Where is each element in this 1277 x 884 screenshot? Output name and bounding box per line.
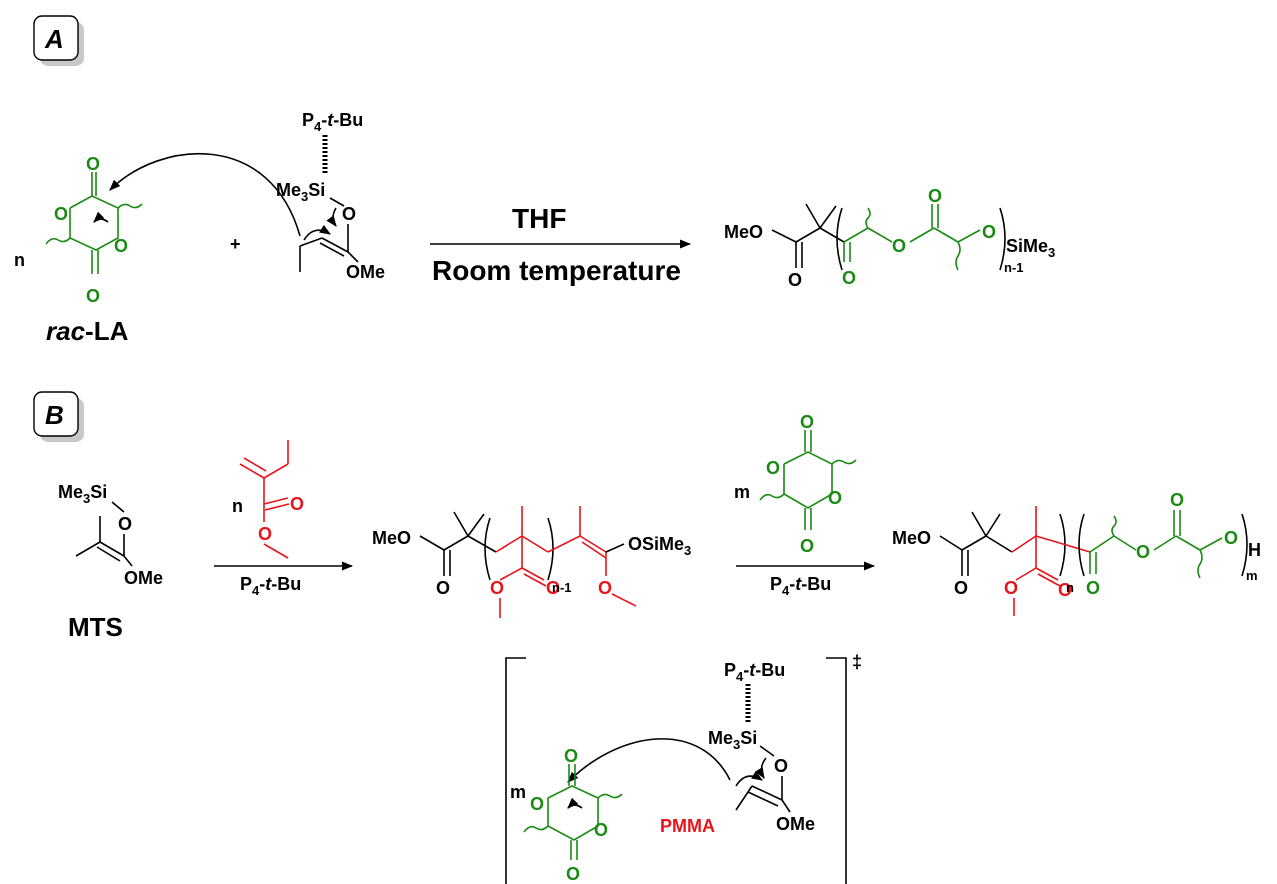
panel-a-badge: A (33, 15, 84, 66)
panel-b-letter: B (45, 400, 64, 430)
intermediate-red-carbonyl-o: O (546, 578, 560, 598)
panel-a-letter: A (44, 24, 64, 54)
product-b-end: H (1248, 540, 1261, 560)
product-b: MeO O O O n O (892, 490, 1261, 616)
ts-lactide-o-top: O (564, 746, 578, 766)
intermediate-meo: MeO (372, 528, 411, 548)
catalyst-a-label: P4-t-Bu (302, 110, 363, 134)
intermediate-red-ester-o: O (490, 578, 504, 598)
product-a-meo: MeO (724, 222, 763, 242)
lactide-b: O O O O m (734, 412, 857, 556)
ts-catalyst: P4-t-Bu (724, 660, 785, 684)
mma-ester-o: O (258, 524, 272, 544)
ts-lactide: O O O O m (510, 746, 623, 884)
product-b-o-3: O (1170, 490, 1184, 510)
mts-ome: OMe (124, 568, 163, 588)
ts-lactide-o-left: O (530, 794, 544, 814)
transition-state: ‡ P4-t-Bu Me3Si O OMe PMMA O O O O (505, 652, 862, 884)
intermediate-methoxy-o: O (598, 578, 612, 598)
mts-o: O (118, 514, 132, 534)
enolate-o-a: O (342, 204, 356, 224)
panel-b: B Me3Si O OMe MTS n (33, 391, 1261, 642)
product-a-end: SiMe3 (1006, 236, 1055, 260)
mma-monomer: n O O (232, 440, 304, 559)
product-b-carbonyl-o: O (954, 578, 968, 598)
product-b-o-4: O (1224, 528, 1238, 548)
product-a-repeat: n-1 (1004, 260, 1024, 275)
intermediate-carbonyl-o: O (436, 578, 450, 598)
condition-a-top: THF (512, 203, 566, 234)
lactide-a-ring-o-left: O (54, 204, 68, 224)
step2-catalyst: P4-t-Bu (770, 574, 831, 598)
product-a-o-4: O (982, 222, 996, 242)
enolate-ome-a: OMe (346, 262, 385, 282)
lactide-a-ring-o-right: O (114, 236, 128, 256)
product-b-o-2: O (1136, 542, 1150, 562)
lactide-b-o-right: O (828, 488, 842, 508)
lactide-b-o-top: O (800, 412, 814, 432)
panel-b-badge: B (33, 391, 84, 442)
step1-catalyst: P4-t-Bu (240, 574, 301, 598)
lactide-a-carbonyl-top: O (86, 154, 100, 174)
product-b-repeat-n: n (1066, 580, 1074, 595)
lactide-b-coefficient: m (734, 482, 750, 502)
lactide-b-o-left: O (766, 458, 780, 478)
product-b-red-carbonyl-o: O (1058, 580, 1072, 600)
intermediate-repeat: n-1 (552, 580, 572, 595)
ts-ome: OMe (776, 814, 815, 834)
lactide-a-carbonyl-bottom: O (86, 286, 100, 306)
mts-label: MTS (68, 612, 123, 642)
product-a-carbonyl-o: O (788, 270, 802, 290)
mma-carbonyl-o: O (290, 494, 304, 514)
ts-lactide-coefficient: m (510, 782, 526, 802)
coefficient-n-a: n (14, 250, 25, 270)
mts-initiator: Me3Si O OMe (58, 482, 163, 588)
product-a: MeO O O O O O S (724, 186, 1055, 290)
panel-a: A O O O O n rac-LA + P4-t-Bu (14, 15, 1055, 346)
product-b-red-ester-o: O (1004, 578, 1018, 598)
intermediate-end: OSiMe3 (628, 534, 691, 558)
ts-pmma-label: PMMA (660, 816, 715, 836)
initiator-a: P4-t-Bu Me3Si O OMe (109, 110, 385, 282)
me3si-a-label: Me3Si (276, 180, 325, 204)
ts-o: O (774, 756, 788, 776)
lactide-b-o-bottom: O (800, 536, 814, 556)
product-a-o-2: O (892, 236, 906, 256)
product-b-o-1: O (1086, 578, 1100, 598)
mma-coefficient: n (232, 496, 243, 516)
product-a-o-1: O (842, 268, 856, 288)
product-b-repeat-m: m (1246, 568, 1258, 583)
ts-me3si: Me3Si (708, 728, 757, 752)
condition-a-bottom: Room temperature (432, 255, 681, 286)
ts-dagger: ‡ (852, 652, 862, 672)
plus-sign: + (230, 234, 241, 254)
lactide-a: O O O O n (14, 154, 143, 306)
intermediate-pmma: MeO O O O n-1 O (372, 506, 691, 618)
ts-lactide-o-bottom: O (566, 864, 580, 884)
product-a-o-3: O (928, 186, 942, 206)
mts-me3si: Me3Si (58, 482, 107, 506)
ts-lactide-o-right: O (594, 820, 608, 840)
monomer-label-a: rac-LA (46, 316, 129, 346)
product-b-meo: MeO (892, 528, 931, 548)
